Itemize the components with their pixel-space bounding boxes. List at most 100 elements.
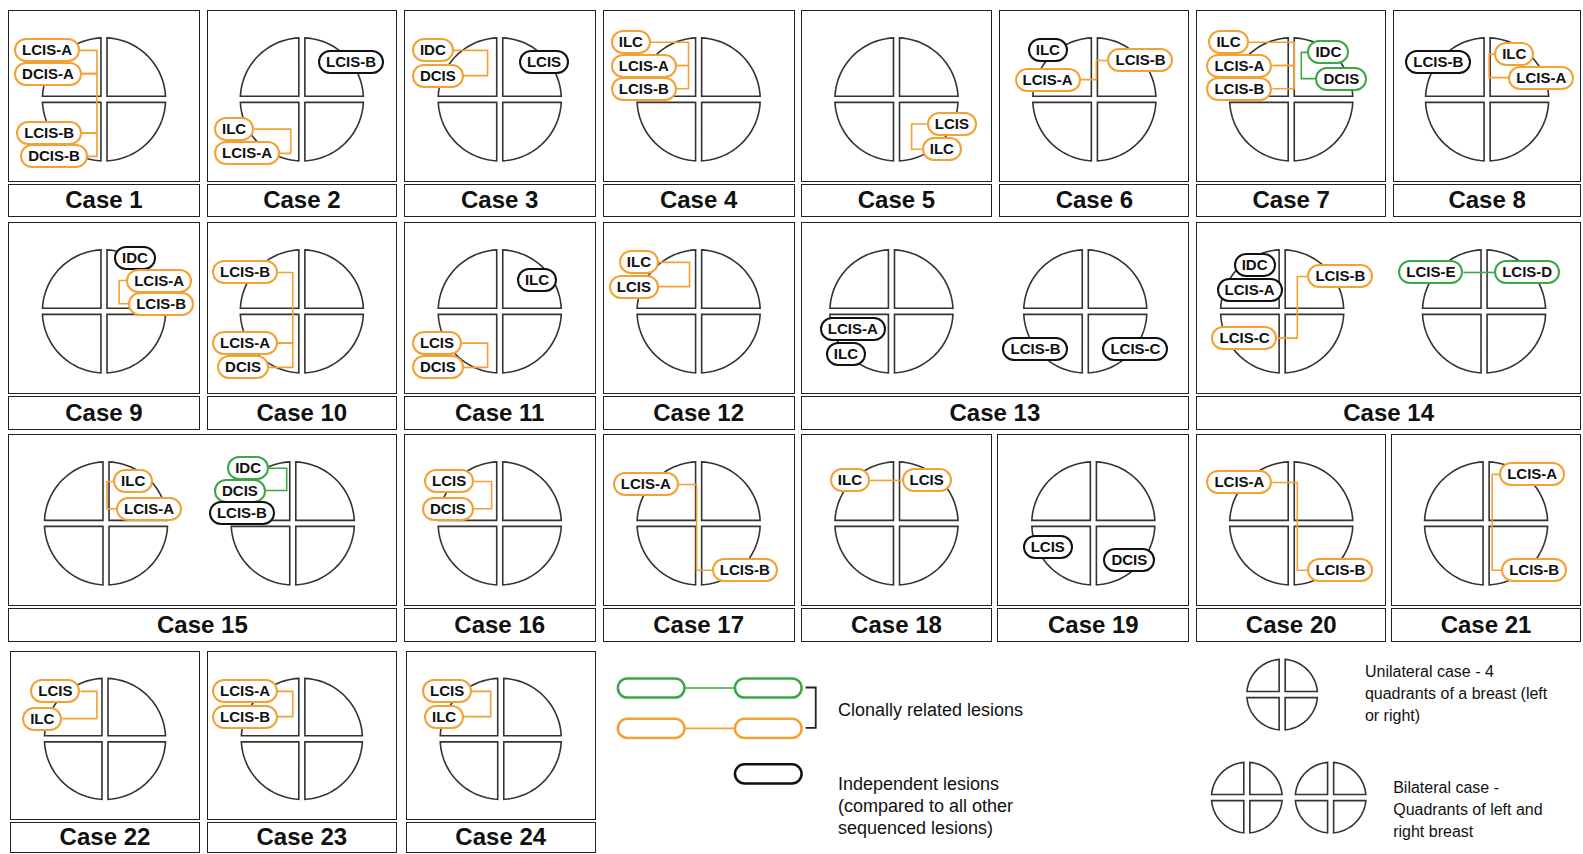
lesion-pill: LCIS-A [116,497,182,521]
clone-link [677,66,689,89]
clone-link-sample [684,687,734,689]
quadrant [1294,102,1352,160]
case-label: Case 13 [950,399,1041,427]
lesion-pill: LCIS-B [212,705,278,729]
lesion-label: DCIS [430,500,466,517]
lesion-label: LCIS-A [1214,473,1264,490]
clone-link [1492,474,1501,570]
quadrant [1285,314,1343,372]
lesion-label: LCIS-B [326,53,376,70]
quadrant [440,742,497,799]
case-label: Case 8 [1448,186,1525,214]
case-label-box: Case 21 [1391,608,1581,642]
lesion-label: LCIS-A [220,682,270,699]
lesion-pill: ILC [1494,42,1534,66]
clone-link [474,481,492,508]
quadrant [107,102,165,160]
quadrant [702,314,760,372]
case-label-box: Case 18 [801,608,993,642]
lesion-pill: LCIS-D [1494,260,1560,284]
lesion-pill: LCIS-B [1405,50,1471,74]
clone-link [1463,272,1494,274]
lesion-pill: LCIS-B [1206,77,1272,101]
case-panel: Case 19LCISDCIS [997,434,1189,642]
quadrant [503,102,561,160]
quadrant [504,678,561,735]
case-label-box: Case 17 [603,608,795,642]
lesion-label: ILC [525,271,549,288]
case-label-box: Case 10 [207,396,397,430]
lesion-label: LCIS-B [1315,561,1365,578]
lesion-pill: ILC [1208,30,1248,54]
case-label: Case 1 [65,186,142,214]
quadrant [438,526,496,584]
quadrant [1426,102,1484,160]
panel-frame [801,222,1190,394]
case-label: Case 5 [858,186,935,214]
lesion-pill: ILC [826,342,866,366]
lesion-label: LCIS-B [1115,51,1165,68]
quadrant [504,742,561,799]
quadrant [900,38,958,96]
quadrant [503,462,561,520]
lesion-pill: ILC [611,30,651,54]
legend-entry: Independent lesions (compared to all oth… [838,773,1045,839]
lesion-label: LCIS-A [1516,69,1566,86]
lesion-pill: IDC [1307,40,1349,64]
quadrant [1230,526,1288,584]
quadrant [1423,314,1481,372]
lesion-pill: LCIS-A [1206,470,1272,494]
quadrant [835,102,893,160]
lesion-pill: DCIS [412,355,464,379]
case-label-box: Case 19 [997,608,1189,642]
lesion-pill: DCIS-B [20,144,88,168]
case-label-box: Case 6 [999,184,1189,217]
quadrant [1334,762,1366,794]
lesion-label: IDC [122,249,148,266]
lesion-label: LCIS-B [619,80,669,97]
case-panel: Case 3IDCDCISLCIS [404,10,596,217]
lesion-pill: DCIS [1103,548,1155,572]
lesion-label: LCIS-B [220,708,270,725]
lesion-pill: ILC [517,268,557,292]
case-panel: Case 16LCISDCIS [404,434,596,642]
lesion-pill: LCIS-B [212,260,278,284]
panel-frame [406,651,596,820]
quadrant [1247,659,1279,691]
case-panel: Case 8 ILC LCIS-B LCIS-A [1393,10,1581,217]
panel-frame [1393,10,1581,182]
case-label-box: Case 1 [8,184,200,217]
legend-label: Independent lesions (compared to all oth… [838,774,1013,838]
breast-quadrants [1295,762,1365,832]
case-label: Case 2 [263,186,340,214]
lesion-label: ILC [1036,41,1060,58]
case-label: Case 11 [455,399,544,427]
quadrant [503,526,561,584]
lesion-pill: ILC [424,705,464,729]
lesion-pill: LCIS-C [1211,326,1277,350]
quadrant [1295,762,1327,794]
case-label-box: Case 11 [404,396,596,430]
clone-link [462,343,488,367]
quadrant [305,250,363,308]
lesion-pill: LCIS-C [1102,337,1168,361]
quadrant [503,250,561,308]
lesion-pill: LCIS-A [1015,68,1081,92]
lesion-label: ILC [930,140,954,157]
lesion-label: LCIS [617,278,651,295]
lesion-pill: LCIS-B [1107,48,1173,72]
case-label: Case 14 [1343,399,1434,427]
lesion-label: LCIS-B [1509,561,1559,578]
quadrant [241,742,298,799]
lesion-label: LCIS-B [1413,53,1463,70]
quadrant [42,250,100,308]
lesion-pill: DCIS [217,355,269,379]
clone-link-sample [684,728,734,730]
lesion-label: LCIS [910,471,944,488]
quadrant [1212,801,1244,833]
lesion-label: LCIS-B [217,504,267,521]
lesion-pill: LCIS [30,679,80,703]
quadrant [44,462,102,520]
case-label-box: Case 14 [1196,396,1581,430]
quadrant [1285,659,1317,691]
